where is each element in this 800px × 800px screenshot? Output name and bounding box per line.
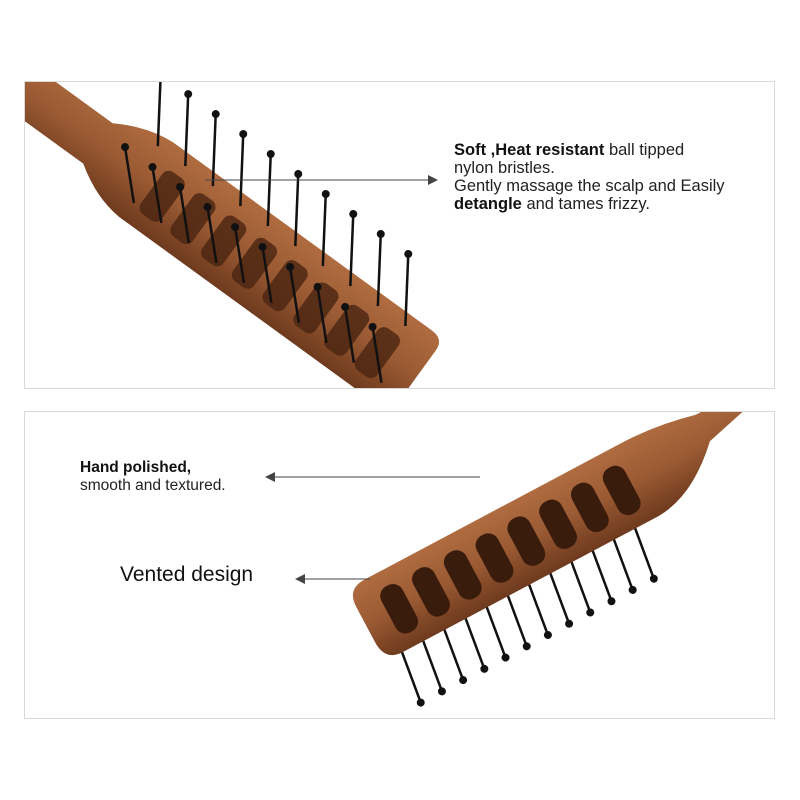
bristles-text-4: and tames frizzy. [521, 195, 650, 213]
bristle [343, 306, 356, 363]
bristle-tip [231, 222, 240, 231]
arrow-icon [265, 472, 275, 482]
vent-slot [602, 465, 641, 516]
bristle-tip [203, 202, 212, 211]
brush-top [25, 82, 440, 388]
vent-slot [293, 282, 339, 334]
vented-design-label: Vented design [120, 563, 254, 586]
bristle-tip [148, 163, 157, 172]
bristle-tip [522, 642, 531, 651]
bristles-text-3: Gently massage the scalp and Easily [454, 177, 725, 195]
bristle-tip [121, 143, 130, 152]
bristle-tip [480, 664, 489, 673]
brush-back-view-image [265, 412, 756, 707]
bristle [349, 213, 355, 287]
bristle [440, 622, 465, 681]
bristle [206, 206, 218, 264]
bristle [568, 555, 592, 613]
bristle-tip [649, 574, 658, 583]
arrow-icon [428, 175, 438, 185]
polished-text: smooth and textured. [80, 477, 226, 494]
bristle [546, 566, 571, 625]
bristle [156, 82, 162, 147]
bristle-tip [176, 183, 185, 192]
polished-heading: Hand polished, [80, 459, 192, 476]
bristle-tip [341, 302, 350, 311]
bristle [525, 577, 550, 636]
bristle-tip [313, 282, 322, 291]
bristle-tip [184, 90, 193, 99]
vent-slot [412, 567, 450, 617]
vent-slot [539, 499, 578, 549]
vent-slot [380, 584, 419, 634]
bristle [151, 166, 163, 224]
bristle-tip [321, 189, 330, 198]
bristle [404, 253, 410, 327]
bristle [419, 634, 444, 692]
bristle-tip [349, 209, 358, 218]
bristle-tip [368, 322, 377, 331]
bristle [398, 645, 422, 704]
bristle [316, 286, 328, 344]
bristle-tip [628, 585, 637, 594]
brush-bottom [352, 412, 756, 707]
bristle-tip [437, 687, 446, 696]
bristle [239, 133, 245, 207]
bristle [184, 94, 190, 167]
bristle-tip [416, 698, 425, 707]
arrow-icon [295, 574, 305, 584]
bristle-tip [543, 630, 552, 639]
bristles-text-1: ball tipped [604, 141, 685, 159]
vent-slot [443, 550, 482, 600]
bristle-tip [294, 170, 303, 179]
bristles-heading: Soft ,Heat resistant [454, 141, 605, 159]
bristle-tip [266, 150, 275, 159]
vent-slot [262, 260, 308, 312]
brush-top-view-image [25, 82, 440, 388]
bristle-tip [459, 676, 468, 685]
bristle-tip [286, 262, 295, 271]
bristle-tip [404, 249, 413, 258]
bristle-tip [258, 242, 267, 251]
vent-slot [139, 170, 185, 222]
bristle-tip [607, 597, 616, 606]
bristle-tip [501, 653, 510, 662]
vent-slot [323, 304, 370, 356]
bristle [178, 186, 191, 244]
bristle [376, 233, 383, 307]
bristle [483, 600, 507, 658]
bristle [589, 544, 613, 602]
feature-panel-handle: Hand polished, smooth and textured. Vent… [24, 411, 775, 719]
vent-slot [570, 482, 609, 533]
vent-slot [475, 533, 514, 583]
bristle [261, 246, 273, 304]
bristle [631, 521, 656, 580]
bristle [288, 266, 301, 324]
bristle [266, 153, 272, 227]
bristle-tip [211, 110, 220, 119]
feature-panel-bristles: Soft ,Heat resistant ball tipped nylon b… [24, 81, 775, 389]
bristle [211, 114, 217, 187]
bristle [294, 173, 300, 247]
bristle [233, 226, 246, 284]
bristle-tip [565, 619, 574, 628]
bristle-tip [376, 229, 385, 238]
bristle [321, 193, 328, 267]
bristle [462, 611, 486, 670]
bristle [371, 326, 383, 383]
polished-description: Hand polished, smooth and textured. [80, 459, 226, 495]
detangle-label: detangle [454, 195, 522, 213]
bristle-tip [586, 608, 595, 617]
bristles-description: Soft ,Heat resistant ball tipped nylon b… [454, 141, 774, 213]
bristle [610, 532, 634, 591]
bristle-tip [239, 130, 248, 139]
bristles-text-2: nylon bristles. [454, 159, 555, 177]
bristle [504, 589, 528, 647]
vent-slot [507, 516, 546, 566]
bristle [123, 146, 136, 204]
